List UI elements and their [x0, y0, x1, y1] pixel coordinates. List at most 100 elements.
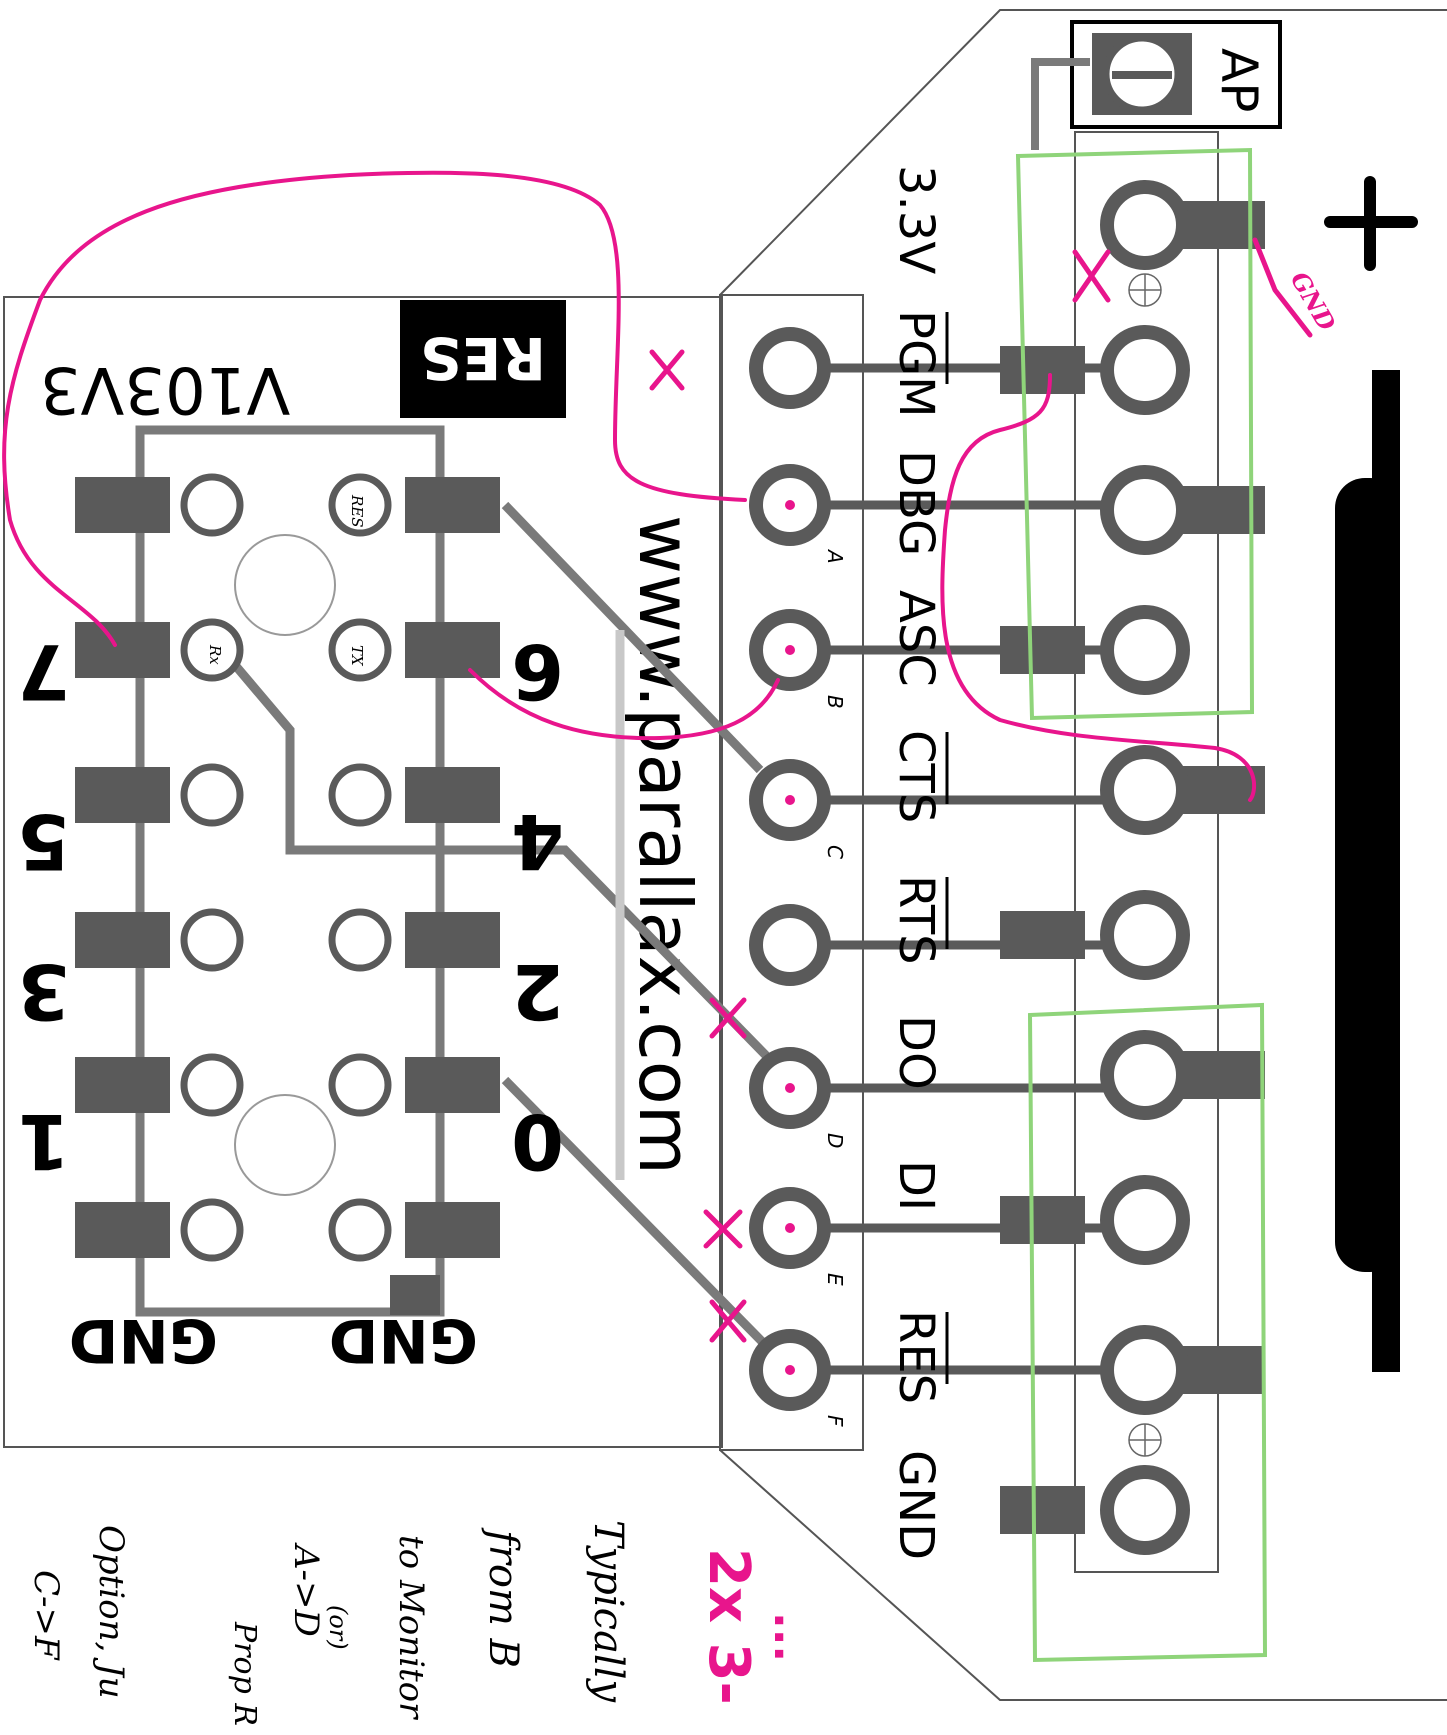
pin-number-6: 6 [511, 627, 564, 716]
trace-0-to-f [501, 1076, 794, 1374]
trace-res-to-c [501, 501, 764, 774]
header-pin-label: 3.3V [888, 165, 944, 274]
pin-number-3: 3 [17, 947, 70, 1036]
socket-pad [1100, 1465, 1190, 1555]
pad-dot [785, 795, 795, 805]
note-line-8: C->F [26, 1570, 66, 1661]
dip-pad-right [405, 1057, 500, 1113]
pad-letter: B [823, 695, 847, 709]
trace-rx-to-d [231, 662, 794, 1084]
dip-pad-left [75, 477, 170, 533]
note-line-3: to Monitor [391, 1535, 431, 1720]
highlight-bottom-group [1027, 1002, 1268, 1663]
plus-mark [1324, 176, 1418, 271]
header-pin-label: DO [888, 1015, 944, 1090]
socket-bar [1000, 626, 1085, 674]
pad-dot [785, 1365, 795, 1375]
pad-letter: A [823, 548, 847, 564]
dip-hole-left [180, 1198, 244, 1262]
board-outlines [3, 9, 1447, 1701]
dip-pad-left [75, 622, 170, 678]
gnd-pad-corner [390, 1275, 440, 1315]
pin-number-1: 1 [17, 1097, 70, 1186]
header-pin-label: CTS [888, 730, 944, 823]
dip-hole-left [180, 763, 244, 827]
x-mark-3v3 [1072, 249, 1111, 303]
pad-letter: F [823, 1415, 847, 1427]
wire-6-to-b [468, 668, 780, 741]
pin-number-2: 2 [511, 947, 564, 1036]
edge-bar-thick [1335, 478, 1400, 1272]
pad-dot [785, 645, 795, 655]
pin-number-4: 4 [511, 797, 564, 886]
green-highlights [1015, 147, 1268, 1663]
handwritten-notes: 2x 3- ... Typically from B to Monitor A-… [26, 1520, 815, 1726]
adapter-edge-bottom [719, 1449, 1447, 1701]
socket-pads [1100, 180, 1190, 1555]
socket-bar [1000, 1486, 1085, 1534]
gnd-arrow [1252, 237, 1313, 338]
dip-hole-left [180, 618, 244, 682]
socket-pad [1100, 890, 1190, 980]
gnd-label-right: GND [329, 1305, 478, 1375]
adapter-box: AP [1031, 20, 1282, 150]
socket-bar [1000, 1196, 1085, 1244]
x-mark-pgm [649, 349, 685, 391]
note-line-7: Option, Ju [91, 1525, 131, 1699]
adapter-edge-top [719, 9, 1447, 296]
adapter-label: AP [1210, 48, 1268, 112]
header-pin-label: ASC [888, 590, 944, 687]
socket-bars [1000, 201, 1265, 1534]
dip-pad-right [405, 912, 500, 968]
socket-pad [1100, 1325, 1190, 1415]
dip-pad-left [75, 767, 170, 823]
dip-hole-right [328, 473, 392, 537]
dip-pin-numbers: 6 4 2 0 7 5 3 1 [17, 627, 564, 1186]
gnd-trace-frame [135, 425, 445, 1317]
pin-number-0: 0 [511, 1097, 564, 1186]
reset-label-box [400, 300, 566, 418]
gnd-label-left: GND [69, 1305, 218, 1375]
rx-pad-label: Rx [206, 644, 224, 665]
mount-hole-bottom [234, 1094, 336, 1196]
pad-letter: E [823, 1273, 847, 1286]
header-pin-label: RES [888, 1310, 944, 1404]
socket-pad [1100, 1030, 1190, 1120]
dip-hole-left [180, 908, 244, 972]
socket-bar [1000, 346, 1085, 394]
header-strip-outline [719, 294, 864, 1451]
tx-pad-label: TX [348, 645, 366, 667]
series-note: 2x 3- [696, 1548, 761, 1705]
header-pin-label: DBG [888, 450, 944, 556]
crosshair-marks [1128, 273, 1162, 1457]
pad-dots [785, 500, 795, 1375]
socket-strip-outline [1074, 131, 1219, 1573]
pad-dot [785, 500, 795, 510]
dip-hole-right [328, 763, 392, 827]
gnd-note: GND [1285, 267, 1342, 336]
board-traces [135, 425, 794, 1374]
jumper-wires [2, 170, 1257, 802]
pad-letter: D [823, 1133, 847, 1148]
pad-letter: C [823, 845, 847, 859]
pad-dot [785, 1223, 795, 1233]
dip-pad-right [405, 1202, 500, 1258]
dip-pad-right [405, 622, 500, 678]
dip-pad-right [405, 767, 500, 823]
note-line-1: Typically [585, 1520, 631, 1704]
header-pads [749, 327, 831, 1411]
x-mark-d [709, 997, 747, 1039]
dip-pad-left [75, 912, 170, 968]
socket-pad [1100, 465, 1190, 555]
socket-pad [1100, 745, 1190, 835]
socket-bar [1000, 911, 1085, 959]
board-outline [3, 296, 723, 1448]
header-pad [749, 904, 831, 986]
x-marks [649, 237, 1313, 1343]
dots-note: ... [764, 1612, 815, 1662]
pin-number-7: 7 [17, 627, 70, 716]
dip-hole-right [328, 1053, 392, 1117]
socket-pad [1100, 1175, 1190, 1265]
